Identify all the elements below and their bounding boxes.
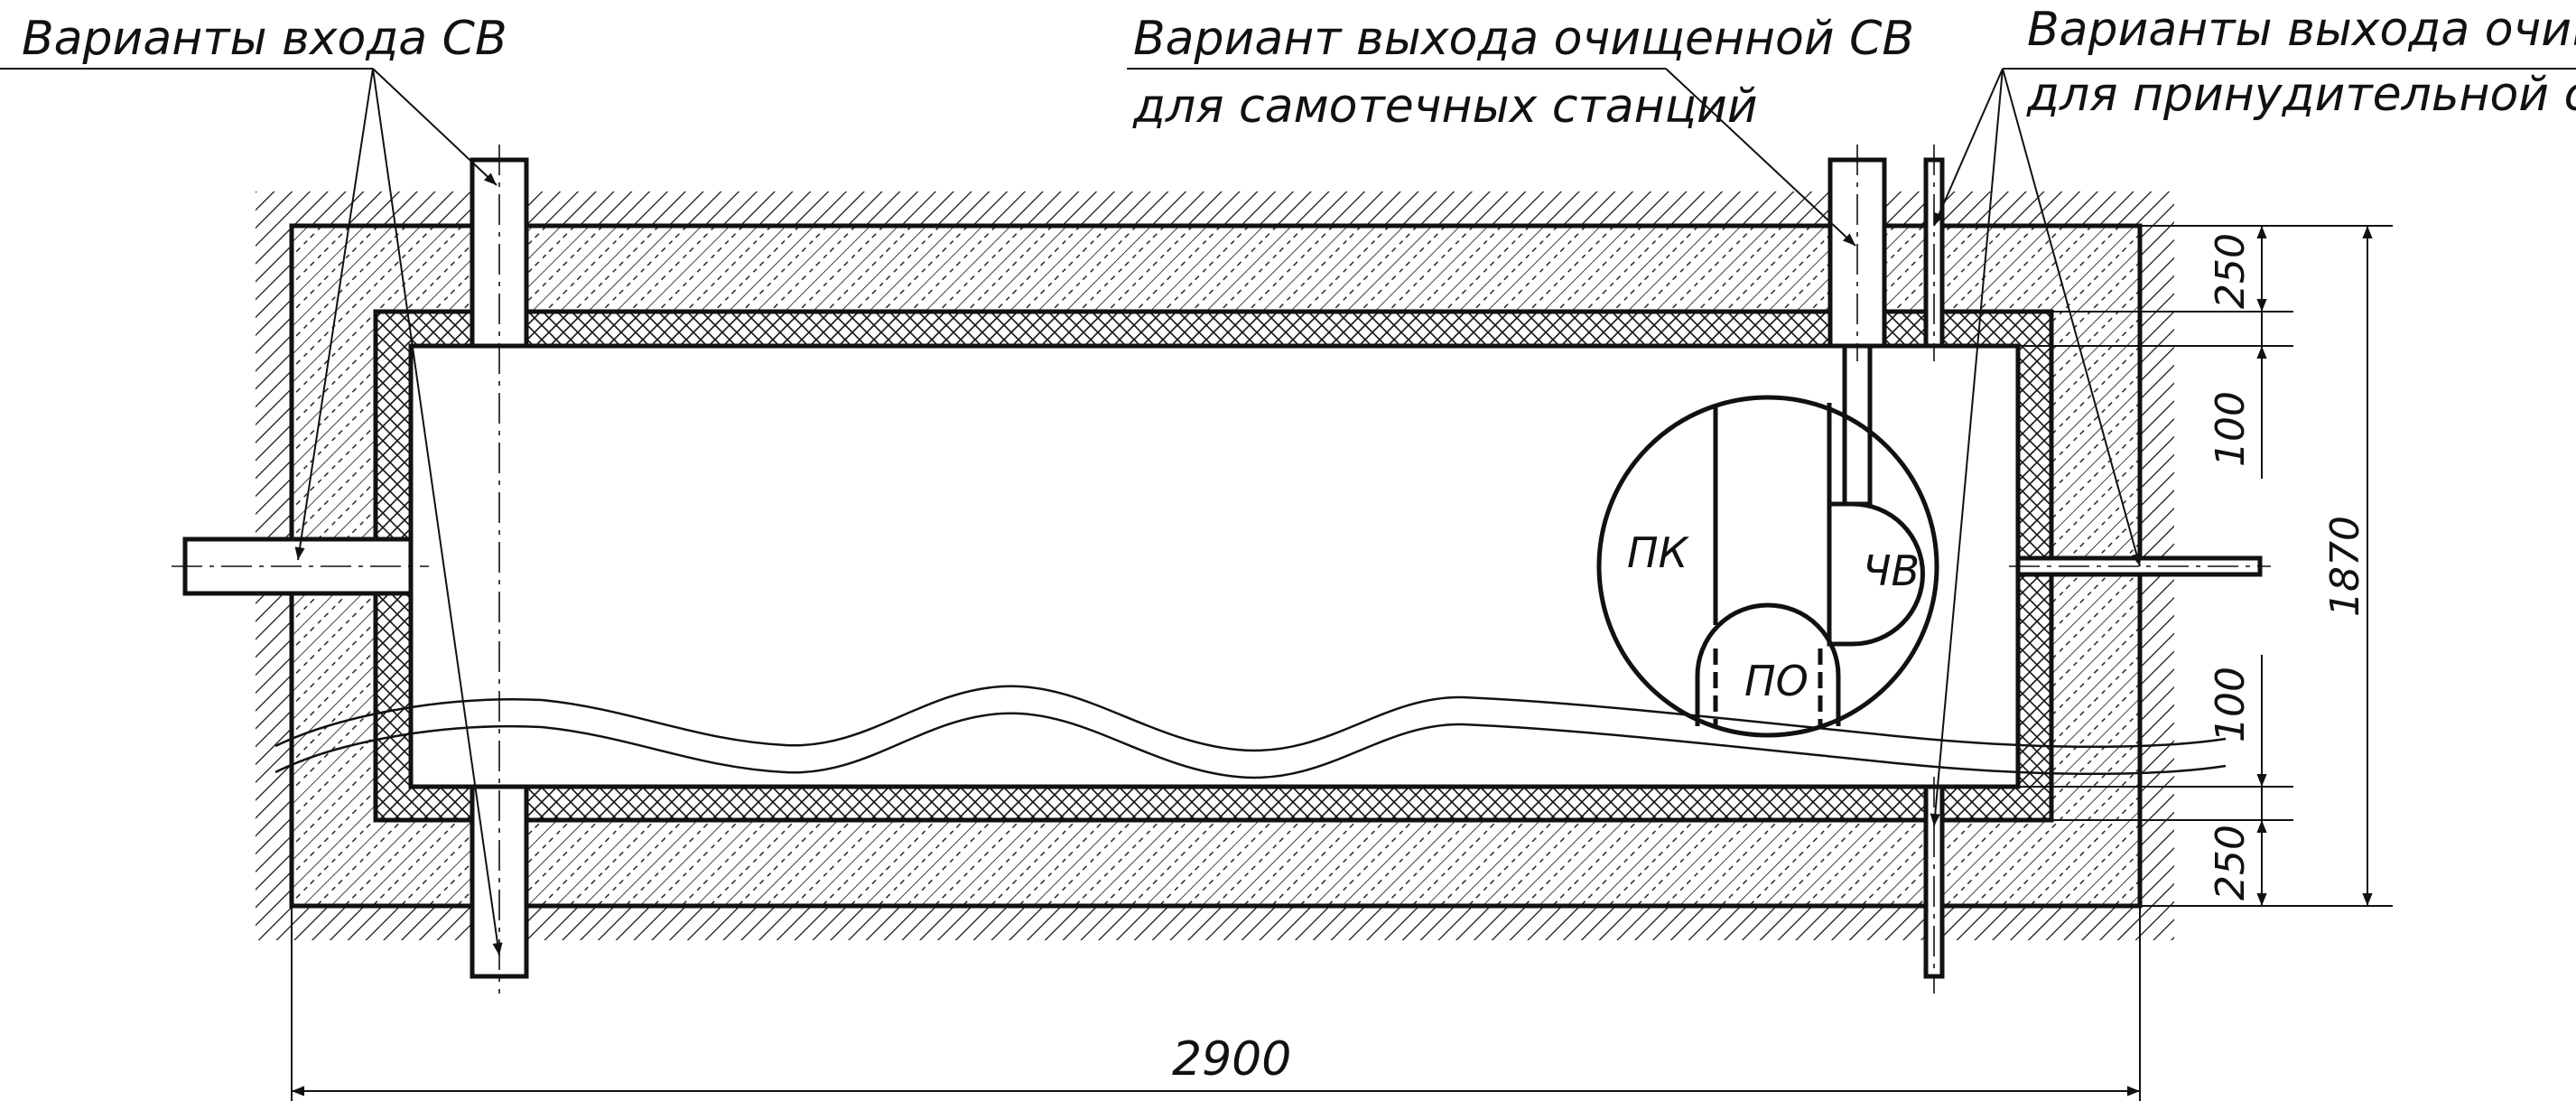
gravity-outlet-leader bbox=[1127, 68, 1856, 247]
forced-outlet-label-1: Варианты выхода очищенной СВ bbox=[2027, 3, 2576, 57]
gravity-outlet-label-1: Вариант выхода очищенной СВ bbox=[1133, 12, 1914, 66]
dimension-wall-top: 250 bbox=[2208, 233, 2254, 309]
po-chamber bbox=[1695, 602, 1841, 726]
detail-circle bbox=[1596, 395, 1939, 738]
inlet-leader bbox=[0, 68, 503, 956]
separator-detail bbox=[1596, 395, 1939, 738]
gravity-outlet-label-2: для самотечных станций bbox=[1132, 79, 1758, 134]
forced-outlet-leader bbox=[1930, 68, 2576, 827]
dimension-gap-bottom: 100 bbox=[2208, 667, 2254, 742]
label-chv: ЧВ bbox=[1863, 546, 1920, 595]
break-lines bbox=[274, 685, 2227, 779]
dimension-gap-top: 100 bbox=[2208, 391, 2254, 467]
label-pk: ПК bbox=[1627, 528, 1690, 577]
forced-outlet-label-2: для принудительной станции bbox=[2026, 68, 2576, 122]
dimension-height-value: 1870 bbox=[2322, 516, 2368, 617]
dimension-length-value: 2900 bbox=[1172, 1032, 1291, 1087]
dimension-layers bbox=[2018, 226, 2293, 906]
dimension-wall-bottom: 250 bbox=[2208, 825, 2254, 900]
chv-chamber bbox=[1827, 501, 1925, 647]
label-po: ПО bbox=[1744, 657, 1809, 705]
dimension-length bbox=[291, 906, 2141, 1101]
inlet-variants-label: Варианты входа СВ bbox=[22, 12, 507, 66]
centerlines bbox=[172, 145, 2271, 994]
tank-interior bbox=[408, 343, 2021, 789]
